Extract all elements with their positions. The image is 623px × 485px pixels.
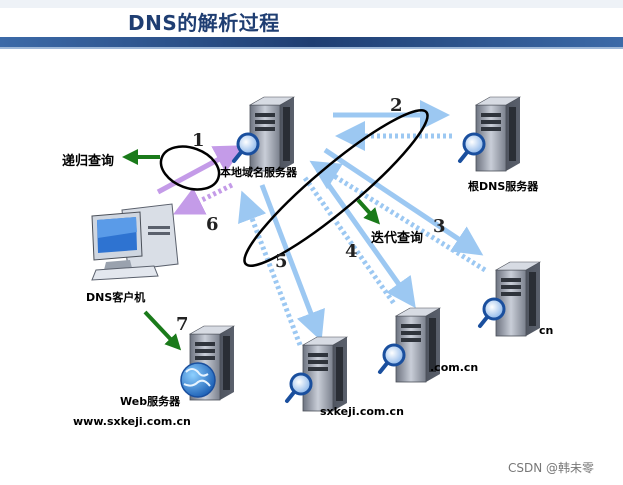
header-band <box>0 37 623 47</box>
step-7-number: 7 <box>176 314 189 335</box>
web-server-icon <box>180 325 235 401</box>
iterative-ellipse <box>243 109 429 267</box>
web-server-label: Web服务器 <box>120 394 181 408</box>
diagram-title: DNS的解析过程 <box>128 11 280 35</box>
arrow-step-5-reply-sxkeji <box>238 190 303 346</box>
sxkeji-server-label: sxkeji.com.cn <box>320 405 404 418</box>
arrow-step-5-query-sxkeji <box>259 184 325 342</box>
header-band-shadow <box>0 47 623 49</box>
header-top-strip <box>0 0 623 8</box>
root-dns-label: 根DNS服务器 <box>468 179 539 193</box>
arrow-step-3-reply-cn <box>309 160 487 273</box>
dns-client-computer-icon <box>91 203 179 281</box>
arrow-iterative-callout <box>356 198 381 225</box>
comcn-server-label: .com.cn <box>430 361 478 374</box>
arrow-step-4-reply-comcn <box>302 176 398 307</box>
step-6-number: 6 <box>206 214 219 235</box>
web-domain-label: www.sxkeji.com.cn <box>73 415 191 428</box>
arrow-step-3-query-cn <box>323 147 484 256</box>
step-2-number: 2 <box>390 95 403 116</box>
arrow-step-1-query <box>156 145 245 195</box>
local-dns-label: 本地域名服务器 <box>220 165 298 179</box>
step-4-number: 4 <box>345 241 358 262</box>
csdn-watermark: CSDN @韩未零 <box>508 460 594 475</box>
iterative-query-label: 迭代查询 <box>371 230 423 246</box>
arrow-step-4-query-comcn <box>315 168 416 309</box>
recursive-ellipse <box>159 145 221 191</box>
step-3-number: 3 <box>433 216 446 237</box>
step-5-number: 5 <box>275 251 288 272</box>
arrow-step-7-web <box>143 310 182 351</box>
recursive-query-label: 递归查询 <box>62 153 114 169</box>
cn-server-label: cn <box>539 324 553 337</box>
dns-client-label: DNS客户机 <box>86 290 145 304</box>
step-1-number: 1 <box>192 130 205 151</box>
